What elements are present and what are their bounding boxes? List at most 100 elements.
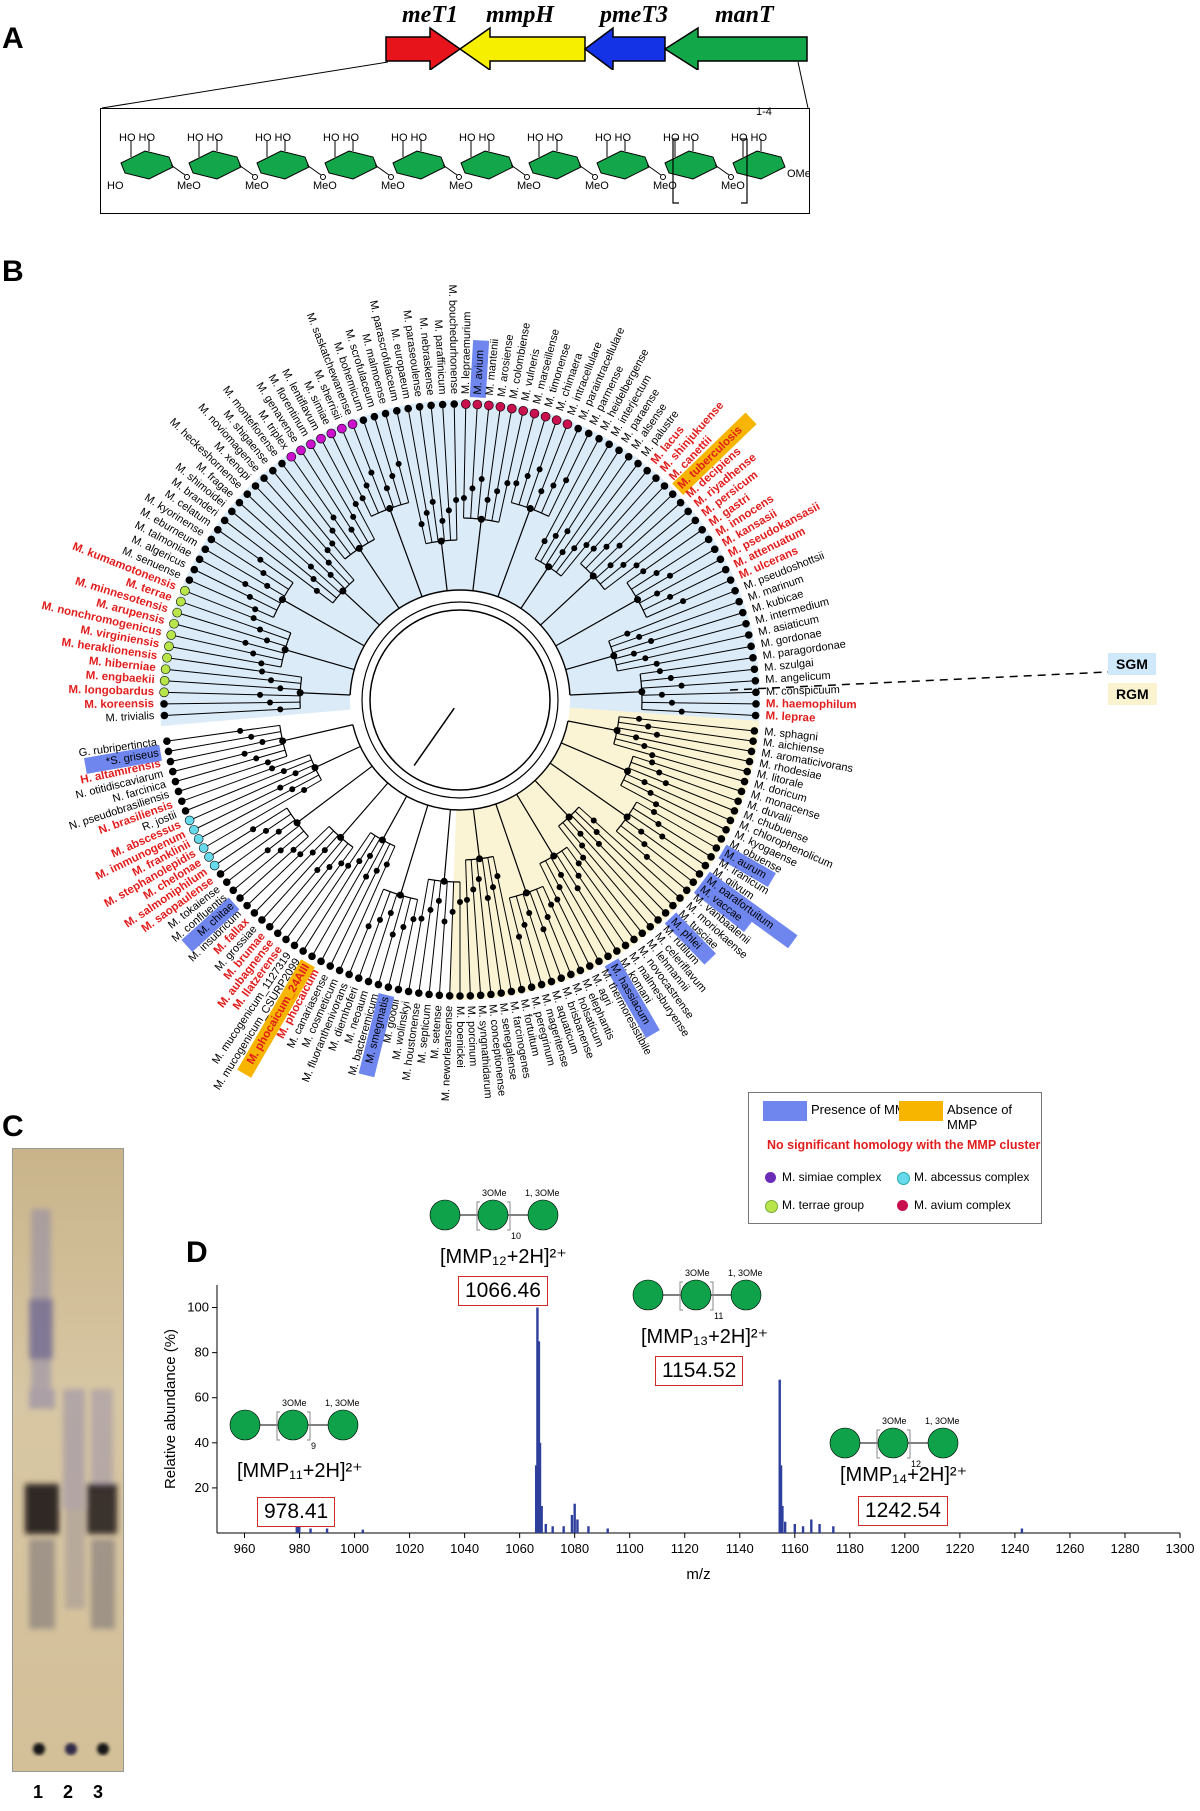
tree-tip-dot (682, 886, 691, 895)
x-tick-label: 1240 (1000, 1541, 1029, 1556)
spectrum-peak (570, 1514, 574, 1533)
tree-tip-dot (615, 446, 623, 455)
tlc-lane-1: 1 (33, 1782, 44, 1802)
tree-tip-dot (286, 451, 297, 462)
x-tick-label: 1280 (1111, 1541, 1140, 1556)
gene-label-pmet3: pmeT3 (598, 2, 668, 28)
x-tick-label: 1160 (781, 1541, 809, 1556)
tree-tip-dot (214, 526, 222, 534)
panel-letter-b: B (2, 255, 24, 288)
spectrum-peak (801, 1526, 805, 1533)
tree-tip-dot (726, 576, 735, 584)
ho-label: HO HO (663, 132, 700, 144)
tree-tip-dot (472, 399, 483, 410)
tree-tip-dot (734, 797, 742, 806)
ho-label: HO HO (391, 132, 428, 144)
tree-leaf-label: M. lepraemurium (460, 311, 474, 394)
glyph-end-label: 1, 3OMe (325, 1398, 360, 1408)
tree-tip-dot (604, 952, 612, 961)
ho-label: HO HO (255, 132, 292, 144)
tree-tip-dot (595, 957, 603, 966)
tree-tip-dot (621, 941, 630, 950)
tree-leaf-label: M. setense (429, 1005, 445, 1060)
tree-tip-dot (184, 815, 195, 826)
tree-tip-dot (721, 565, 730, 574)
glycan-residue (730, 1279, 762, 1311)
gene-arrow-mant (663, 26, 808, 70)
meo-label: MeO (585, 180, 609, 192)
sugar-unit: HO HO MeO (517, 132, 598, 192)
x-tick-label: 1220 (945, 1541, 974, 1556)
ho-label: HO HO (527, 132, 564, 144)
tree-tip-dot (384, 983, 393, 992)
tree-tip-dot (185, 576, 194, 584)
spectrum-peak (537, 1341, 541, 1533)
tree-tip-dot (722, 825, 730, 834)
ho-label: HO HO (323, 132, 360, 144)
spectrum-peak (818, 1523, 821, 1533)
spectrum-peak (587, 1526, 590, 1533)
tree-tip-dot (676, 498, 685, 507)
tree-tip-dot (190, 565, 199, 574)
tree-tip-dot (326, 428, 337, 439)
tree-tip-dot (750, 665, 759, 674)
mmp-presence-highlight (718, 844, 776, 888)
tree-tip-dot (370, 412, 379, 421)
glyph-end-label: 1, 3OMe (925, 1416, 960, 1426)
tree-tip-dot (497, 989, 505, 997)
tree-tip-dot (517, 985, 526, 994)
ion-label-mmp13: [MMP₁₃+2H]²⁺ (641, 1326, 769, 1348)
sugar-unit: HO HO MeO (381, 132, 462, 192)
meo-label: MeO (177, 180, 201, 192)
tree-tip-dot (731, 586, 739, 595)
tree-tip-dot (169, 618, 179, 629)
tree-tip-dot (209, 860, 220, 871)
tree-tip-dot (243, 901, 251, 910)
presence-swatch (763, 1101, 807, 1121)
glycan-residue (527, 1199, 559, 1231)
spectrum-peak (562, 1526, 565, 1533)
spectrum-peak (779, 1465, 783, 1533)
tree-tip-dot (236, 894, 244, 902)
tree-tip-dot (643, 466, 651, 475)
tree-tip-dot (394, 985, 403, 994)
gene-label-mmph: mmpH (486, 2, 555, 28)
tree-tip-dot (749, 653, 757, 662)
spectrum-peak (361, 1529, 365, 1533)
tree-tip-dot (316, 433, 326, 444)
spectrum-peak (778, 1379, 781, 1533)
tree-tip-dot (174, 787, 183, 796)
meo-label: MeO (381, 180, 405, 192)
tree-tip-dot (605, 440, 613, 449)
tree-tip-dot (739, 608, 747, 617)
ho-label: HO (107, 180, 124, 192)
glyph-mid-label: 3OMe (282, 1398, 307, 1408)
avium-dot (897, 1200, 908, 1211)
tree-tip-dot (562, 419, 573, 429)
tree-tip-dot (726, 816, 735, 825)
tree-tip-dot (326, 962, 335, 970)
mz-box-mmp12: 1066.46 (458, 1276, 548, 1306)
tree-tip-dot (435, 991, 444, 1000)
ion-label-mmp14: [MMP₁₄+2H]²⁺ (840, 1464, 968, 1486)
meo-label: MeO (517, 180, 541, 192)
x-tick-label: 960 (234, 1541, 256, 1556)
tree-tip-dot (751, 711, 760, 720)
tree-leaf-label: M. engbaekii (85, 670, 155, 686)
gene-label-met1: meT1 (402, 2, 458, 28)
ome-label: OMe (787, 168, 809, 180)
tree-tip-dot (220, 516, 229, 525)
meo-label: MeO (449, 180, 473, 192)
tree-tip-dot (427, 401, 435, 410)
tree-tip-dot (551, 415, 562, 426)
tree-tip-dot (730, 807, 739, 815)
tree-tip-dot (282, 935, 290, 944)
panel-letter-a: A (2, 22, 24, 55)
tlc-lane-3: 3 (93, 1782, 104, 1802)
terrae-dot (765, 1200, 778, 1213)
